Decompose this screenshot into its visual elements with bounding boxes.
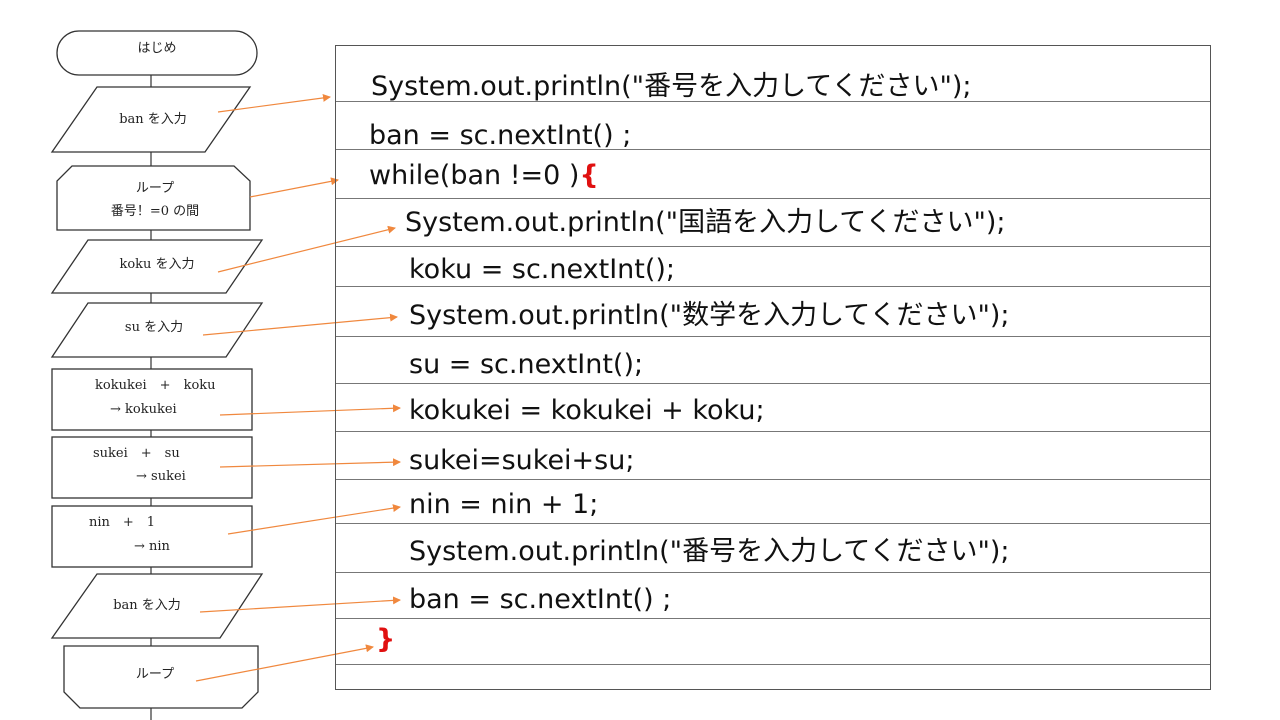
code-line-7: su = sc.nextInt(); [409, 349, 644, 380]
code-line-4: System.out.println("国語を入力してください"); [405, 207, 1006, 238]
arrow-4 [202, 313, 398, 336]
code-line-6: System.out.println("数学を入力してください"); [409, 300, 1010, 331]
row-divider [336, 523, 1210, 524]
close-brace: } [376, 624, 396, 655]
process-nin-box [51, 505, 253, 568]
input-koku-box [50, 239, 264, 294]
code-line-2: ban = sc.nextInt() ; [369, 120, 632, 151]
row-divider [336, 572, 1210, 573]
input-su-box [50, 302, 264, 358]
row-divider [336, 101, 1210, 102]
nin-label-1: nin + 1 [89, 515, 155, 530]
code-line-8: kokukei = kokukei + koku; [409, 395, 765, 426]
arrow-1 [217, 93, 331, 113]
start-terminal [56, 30, 258, 76]
row-divider [336, 286, 1210, 287]
row-divider [336, 149, 1210, 150]
code-line-3: while(ban !=0 ){ [369, 162, 599, 189]
code-line-12: ban = sc.nextInt() ; [409, 584, 672, 615]
arrow-3 [217, 225, 396, 273]
loop-start-box [56, 165, 251, 231]
kokukei-label-2: → kokukei [110, 402, 177, 417]
input-ban-again-label: ban を入力 [113, 598, 181, 613]
loop-end-label: ループ [136, 667, 174, 682]
arrow-2 [249, 177, 339, 198]
code-line-3-text: while(ban !=0 ) [369, 160, 580, 191]
code-line-1: System.out.println("番号を入力してください"); [371, 71, 972, 102]
arrow-5 [219, 404, 401, 416]
row-divider [336, 383, 1210, 384]
row-divider [336, 664, 1210, 665]
process-kokukei-box [51, 368, 253, 431]
loop-end-box [63, 645, 259, 709]
input-ban-again-box [50, 573, 264, 639]
nin-label-2: → nin [134, 539, 171, 554]
process-sukei-box [51, 436, 253, 499]
kokukei-label-1: kokukei + koku [95, 378, 216, 393]
row-divider [336, 336, 1210, 337]
open-brace: { [579, 160, 599, 191]
code-line-9: sukei=sukei+su; [409, 445, 635, 476]
input-ban-box [50, 86, 252, 153]
arrow-6 [219, 458, 401, 468]
row-divider [336, 198, 1210, 199]
loop-start-label-2: 番号！=0 の間 [111, 204, 199, 219]
row-divider [336, 431, 1210, 432]
row-divider [336, 246, 1210, 247]
start-label: はじめ [137, 41, 176, 56]
input-ban-label: ban を入力 [119, 112, 187, 127]
sukei-label-1: sukei + su [93, 446, 180, 461]
input-su-label: su を入力 [125, 320, 183, 335]
code-panel: System.out.println("番号を入力してください"); ban =… [335, 45, 1211, 690]
sukei-label-2: → sukei [136, 469, 186, 484]
loop-start-label-1: ループ [136, 181, 174, 196]
code-line-10: nin = nin + 1; [409, 489, 599, 520]
row-divider [336, 618, 1210, 619]
code-line-11: System.out.println("番号を入力してください"); [409, 536, 1010, 567]
arrow-8 [199, 596, 401, 613]
code-line-5: koku = sc.nextInt(); [409, 254, 676, 285]
arrow-9 [195, 644, 374, 682]
input-koku-label: koku を入力 [119, 257, 194, 272]
row-divider [336, 479, 1210, 480]
arrow-7 [227, 504, 401, 535]
